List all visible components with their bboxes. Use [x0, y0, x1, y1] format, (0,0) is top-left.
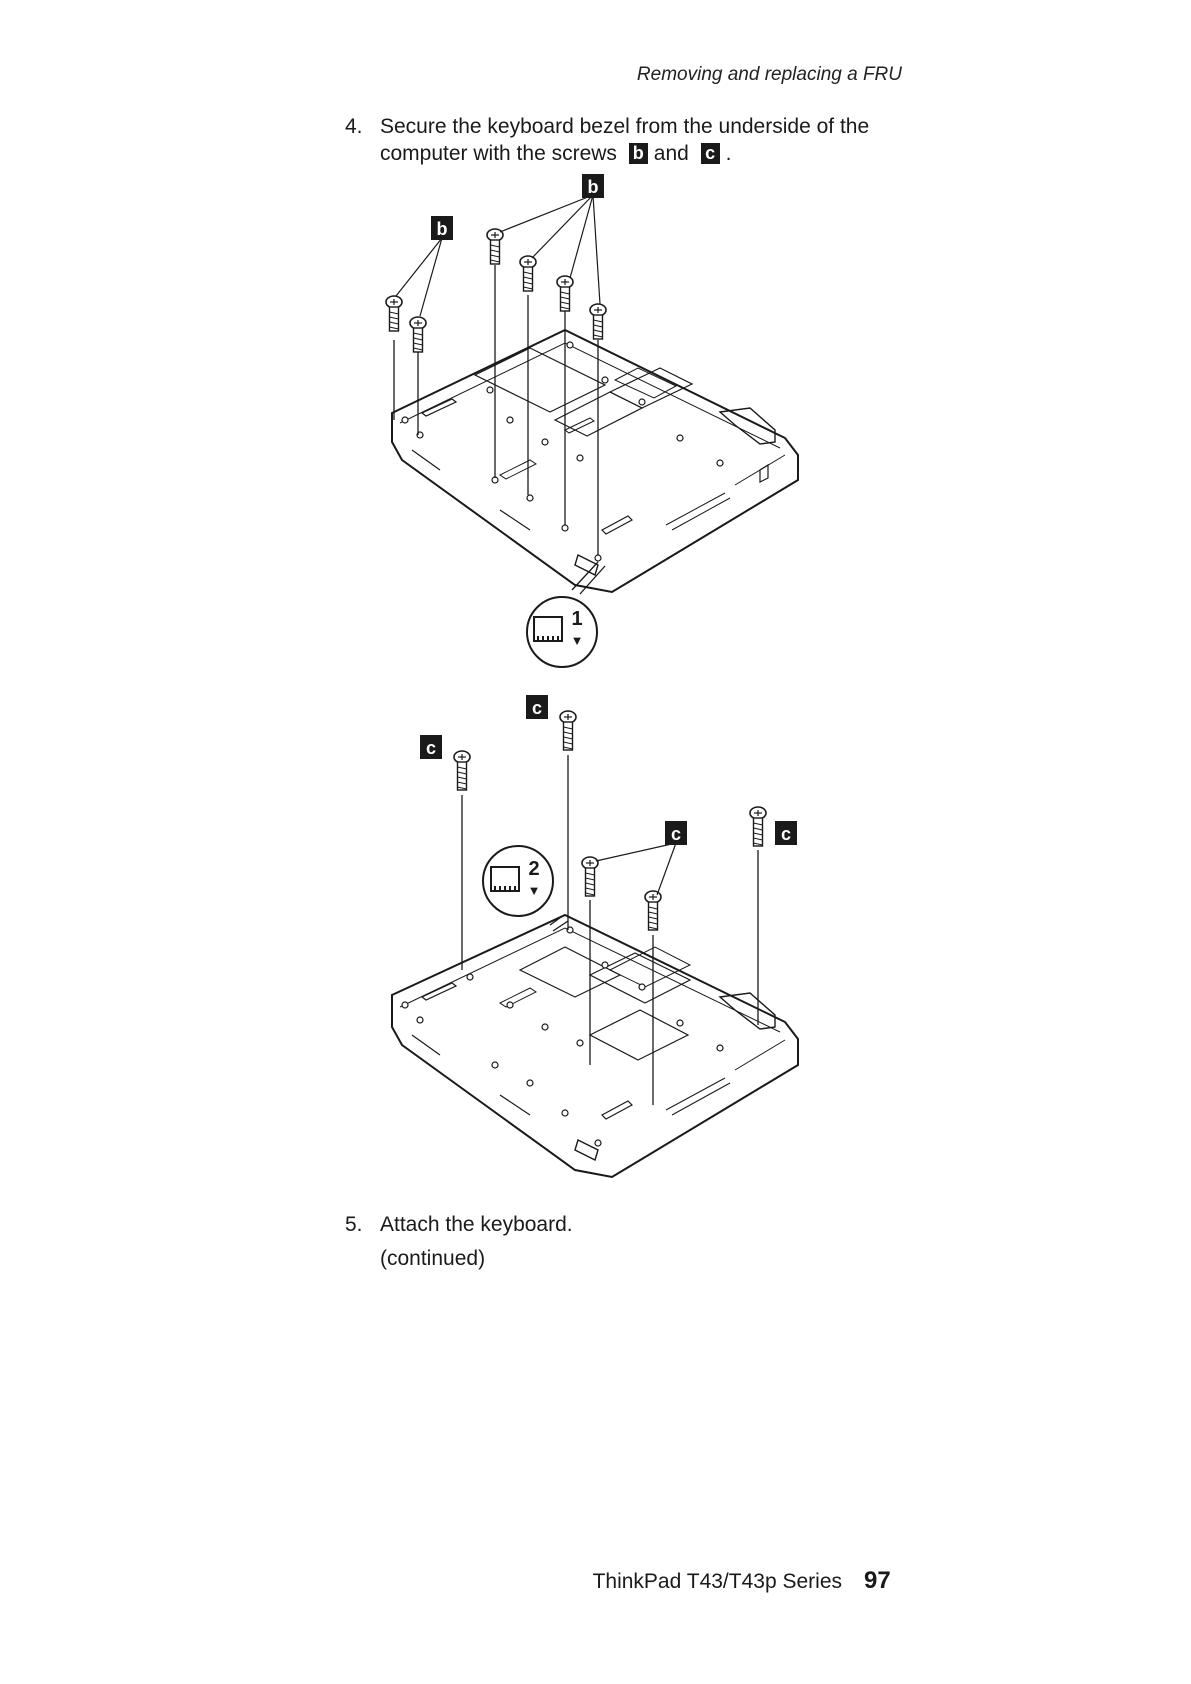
callout-b-top: b [582, 174, 604, 198]
down-arrow-icon: ▼ [528, 883, 541, 898]
step-5-number: 5. [345, 1210, 363, 1239]
screw-b-6 [590, 304, 606, 339]
screw-c-5 [750, 807, 766, 846]
callout-b-top-label: b [588, 177, 599, 197]
screw-b-5 [557, 276, 573, 311]
screw-c-3 [582, 857, 598, 896]
view-badge-2: 2 ▼ [483, 846, 568, 931]
callout-c-top-label: c [532, 698, 542, 718]
step-4: 4. Secure the keyboard bezel from the un… [345, 112, 945, 172]
step-4-number: 4. [345, 112, 363, 141]
callout-b-left-label: b [437, 219, 448, 239]
step-5-text: Attach the keyboard. [380, 1210, 573, 1239]
footer-title: ThinkPad T43/T43p Series [560, 1570, 842, 1594]
step-4-line-2-prefix: computer with the screws [380, 142, 617, 165]
callout-c-middle: c [665, 821, 687, 845]
step-5: 5. Attach the keyboard. (continued) [345, 1210, 945, 1270]
continued-note: (continued) [380, 1244, 485, 1273]
callout-c-right-label: c [781, 824, 791, 844]
step-4-conjunction: and [654, 142, 689, 165]
screw-b-4 [520, 256, 536, 291]
screw-b-1 [386, 296, 402, 331]
screw-b-2 [410, 317, 426, 352]
view-badge-1-number: 1 [571, 608, 582, 630]
screw-key-c: c [701, 143, 720, 164]
callout-c-right: c [775, 821, 797, 845]
step-4-line-1: Secure the keyboard bezel from the under… [380, 112, 869, 141]
callout-c-top: c [526, 695, 548, 719]
step-4-line-2-suffix: . [726, 142, 732, 165]
callout-c-left: c [420, 735, 442, 759]
callout-b-left: b [431, 216, 453, 240]
screw-c-1 [454, 751, 470, 790]
leader-lines-2 [596, 843, 676, 895]
figure-2-keyboard-bezel-c-screws: c c c c 2 ▼ [380, 725, 880, 1195]
screw-c-4 [645, 891, 661, 930]
laptop-underside-1 [392, 330, 798, 592]
figure-1-keyboard-bezel-b-screws: b b 1 ▼ [380, 180, 880, 700]
callout-c-left-label: c [426, 738, 436, 758]
screw-b-3 [487, 229, 503, 264]
page-number: 97 [864, 1567, 891, 1595]
screw-key-b: b [629, 143, 648, 164]
down-arrow-icon: ▼ [571, 633, 584, 648]
laptop-underside-2 [392, 915, 798, 1177]
screw-c-2 [560, 711, 576, 750]
running-head: Removing and replacing a FRU [600, 64, 902, 86]
view-badge-2-number: 2 [528, 858, 539, 880]
callout-c-middle-label: c [671, 824, 681, 844]
